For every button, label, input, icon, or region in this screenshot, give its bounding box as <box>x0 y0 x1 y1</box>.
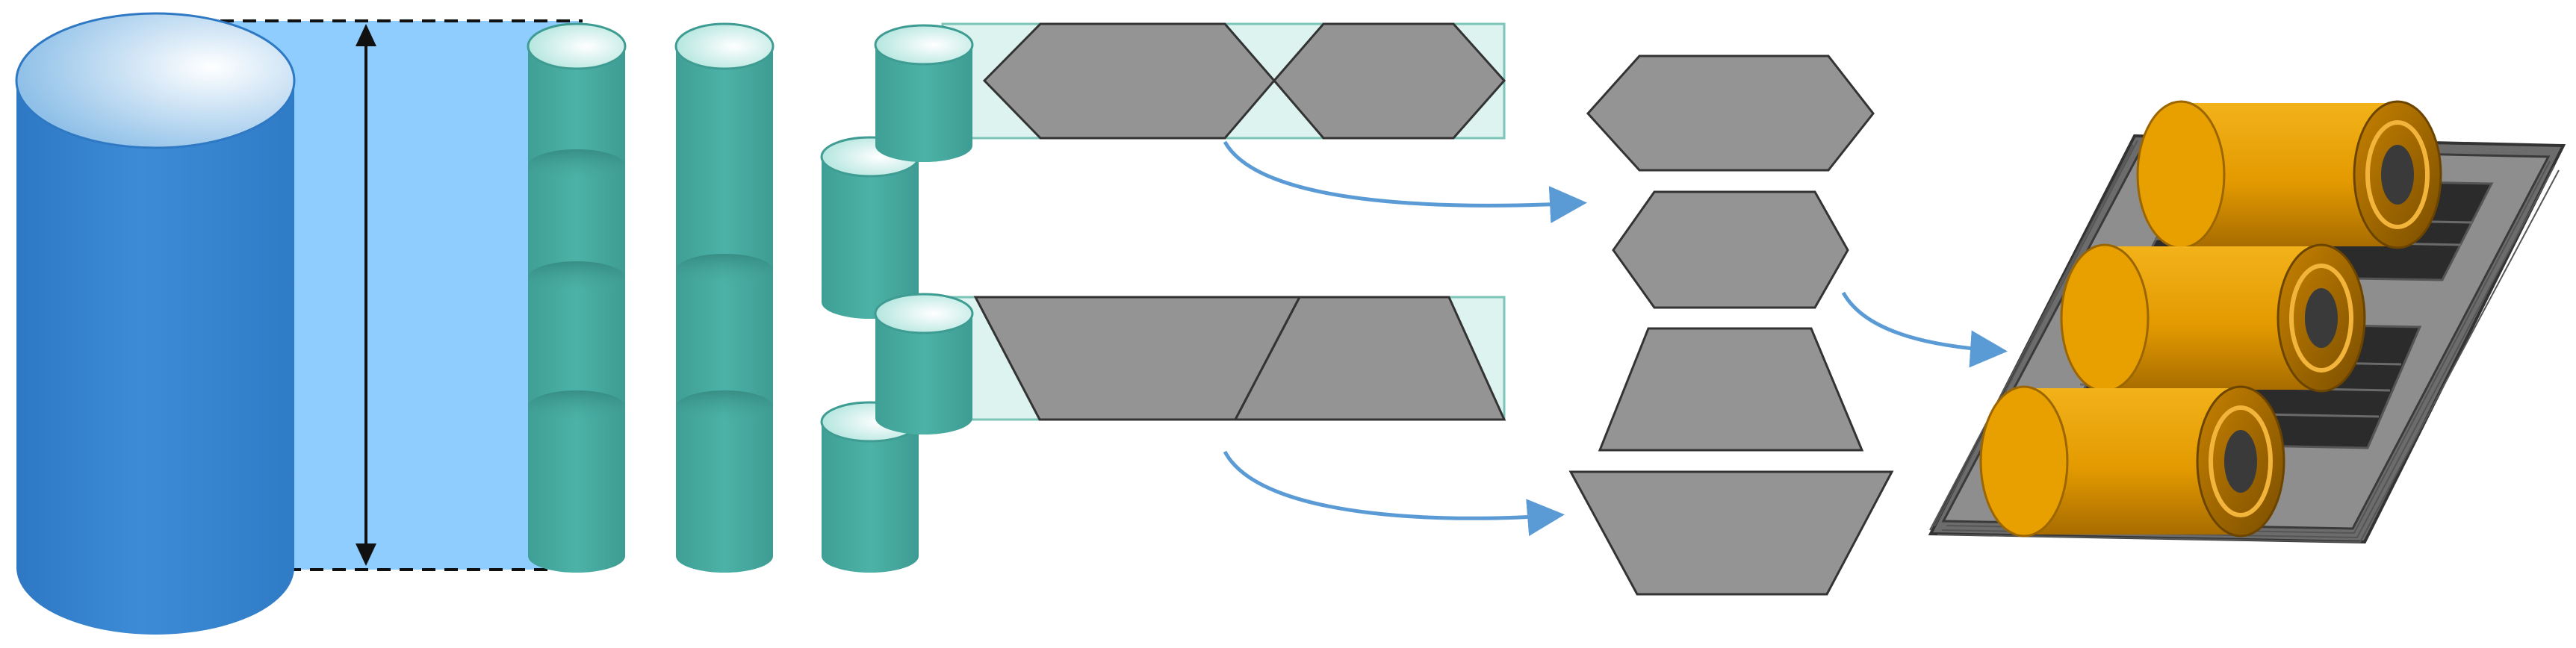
trapezoid-sheet <box>1233 296 1506 421</box>
trapezoid-sheet <box>1598 327 1864 452</box>
cylinder-stack-right <box>674 22 775 573</box>
process-arrow <box>1223 450 1565 537</box>
hexagon-sheet <box>1612 190 1849 309</box>
upper-strip <box>941 22 1506 140</box>
inverted-trapezoid-sheet <box>1568 470 1894 596</box>
lamination-lines <box>1929 140 2560 543</box>
process-arrow <box>1223 140 1587 224</box>
winding-coil-top <box>2136 100 2442 249</box>
large-blue-cylinder <box>15 12 296 635</box>
cut-sheet-shapes <box>1568 54 1894 596</box>
cylinder-stack-left <box>527 22 627 573</box>
staggered-cylinders <box>820 24 974 573</box>
cylinder-segment <box>820 136 920 319</box>
cylinder-segment <box>874 293 974 434</box>
process-arrow <box>1841 291 2008 368</box>
lower-strip <box>941 296 1506 421</box>
hexagon-sheet <box>1586 54 1875 172</box>
height-dimension-arrow <box>356 24 376 566</box>
assembled-core <box>1928 100 2566 544</box>
large-cylinder-stage <box>15 12 583 635</box>
winding-coil-bottom <box>1979 385 2285 538</box>
hexagon-sheet <box>1273 22 1506 140</box>
hexagon-sheet <box>982 22 1276 140</box>
cylinder-segment <box>874 24 974 162</box>
winding-coil-middle <box>2060 243 2366 393</box>
